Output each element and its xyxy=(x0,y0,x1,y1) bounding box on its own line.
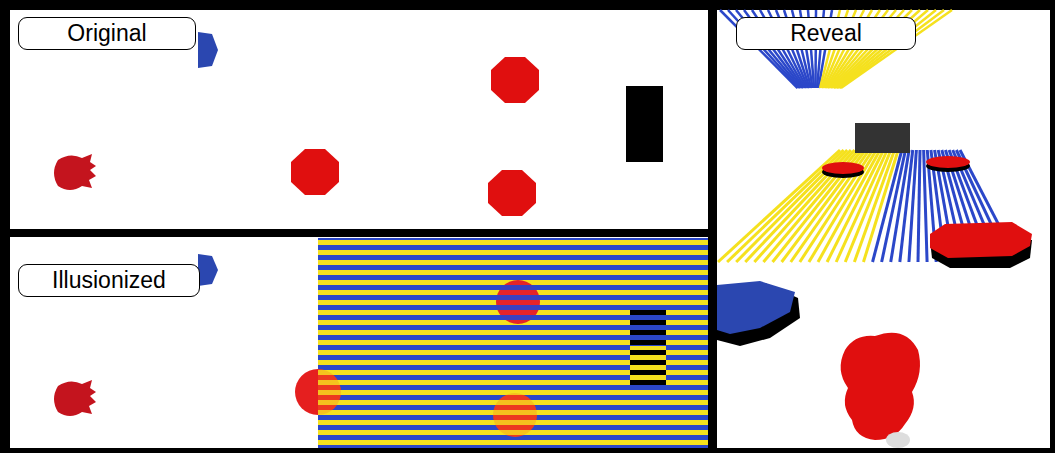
floor-stripe xyxy=(818,150,880,262)
illusion-panel xyxy=(10,237,708,448)
original-scene xyxy=(54,32,663,216)
floor-stripe xyxy=(918,150,920,262)
panel-label: Illusionized xyxy=(52,267,166,294)
panel-label-box: Reveal xyxy=(736,17,916,50)
panel-label-box: Illusionized xyxy=(18,264,200,297)
reveal-panel xyxy=(717,10,1050,448)
panel-label-box: Original xyxy=(18,17,196,50)
panel-label: Reveal xyxy=(790,20,862,47)
floor-stripe xyxy=(873,150,902,262)
floor-stripe xyxy=(909,150,916,262)
floor-stripe xyxy=(791,150,869,262)
original-panel xyxy=(10,10,708,229)
panel-label: Original xyxy=(67,20,146,47)
reveal-scene xyxy=(717,10,1032,448)
